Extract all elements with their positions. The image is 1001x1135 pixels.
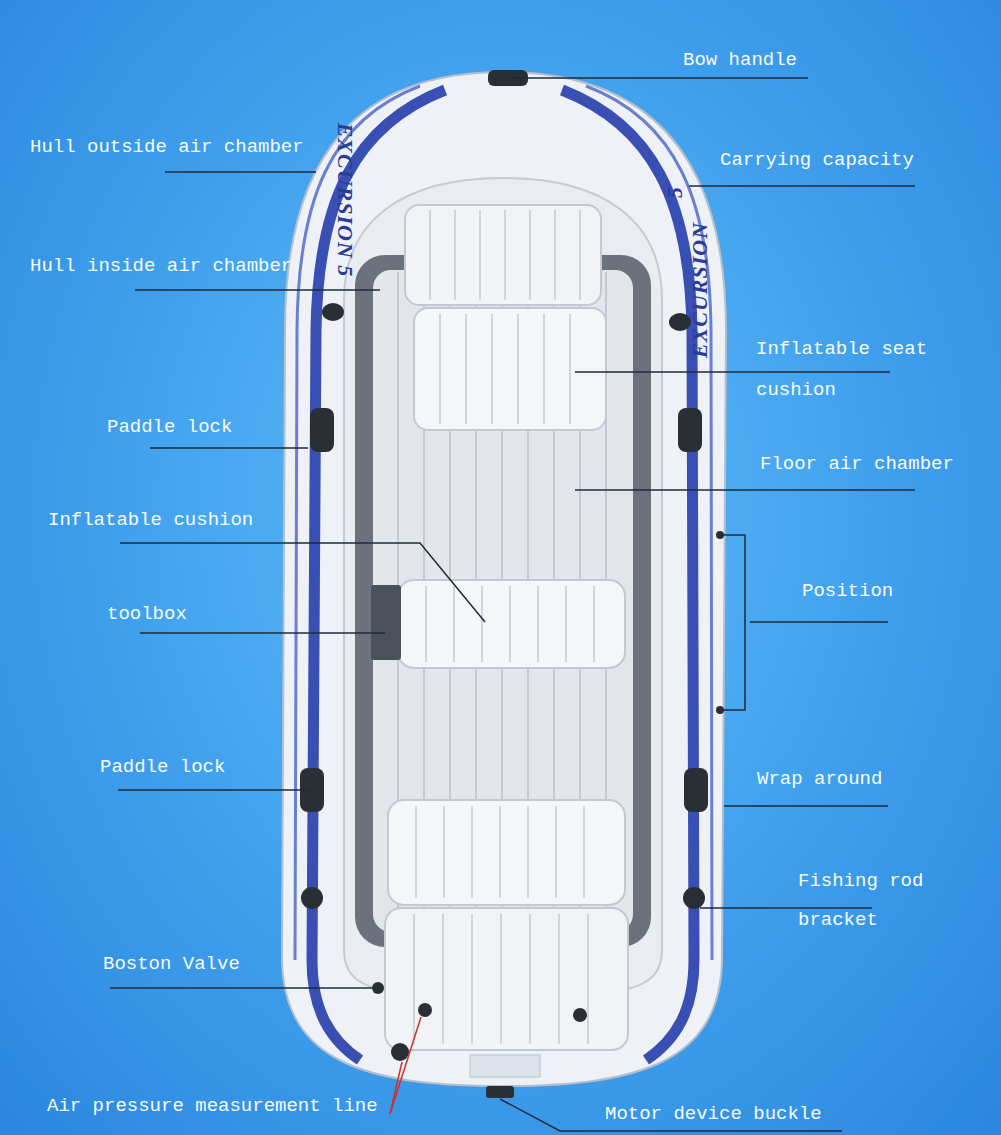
part-label: Hull inside air chamber: [30, 255, 292, 277]
part-label: toolbox: [107, 603, 187, 625]
floor-rim: [355, 255, 651, 947]
fishing-rod-bracket: [301, 887, 323, 909]
hull-outer: [282, 72, 726, 1086]
seat-back: [385, 908, 628, 1050]
part-label: Bow handle: [683, 49, 797, 71]
leader-line: [165, 171, 316, 173]
valve: [372, 982, 384, 994]
leader-line: [118, 789, 310, 791]
part-label: Wrap around: [757, 768, 882, 790]
part-label: Paddle lock: [107, 416, 232, 438]
leader-line: [500, 1099, 842, 1131]
leader-line: [689, 185, 915, 187]
seat-cushion: [388, 800, 625, 905]
part-label: Hull outside air chamber: [30, 136, 304, 158]
part-label: Paddle lock: [100, 756, 225, 778]
position-bracket: [722, 535, 745, 710]
leader-line: [750, 621, 888, 623]
seat-cushion: [414, 308, 606, 430]
fishing-rod-bracket: [683, 887, 705, 909]
leader-line: [140, 632, 385, 634]
part-label: Inflatable cushion: [48, 509, 253, 531]
leader-line: [724, 805, 888, 807]
middle-cushion: [398, 580, 625, 668]
valve: [322, 303, 344, 321]
paddle-lock: [310, 408, 334, 452]
leader-line: [135, 289, 380, 291]
leader-line: [110, 987, 372, 989]
toolbox: [371, 585, 401, 660]
seat-ribs: [414, 914, 588, 1044]
leader-line: [575, 489, 915, 491]
leader-line: [390, 1062, 402, 1114]
valve: [391, 1043, 409, 1061]
hull-inner: [344, 178, 662, 997]
floor-air-chamber: [373, 270, 633, 932]
part-label: Position: [802, 580, 893, 602]
part-label: Motor device buckle: [605, 1103, 822, 1125]
seat-back: [405, 205, 601, 305]
part-label: Floor air chamber: [760, 453, 954, 475]
cushion-ribs: [426, 586, 594, 662]
seat-ribs: [430, 210, 580, 300]
paddle-lock: [678, 408, 702, 452]
boat-marking: 5: [663, 186, 687, 198]
part-label: Inflatable seat cushion: [756, 329, 934, 411]
part-label: Air pressure measurement line: [47, 1095, 378, 1117]
valve: [418, 1003, 432, 1017]
leader-line: [575, 371, 890, 373]
boat-marking: EXCURSION 5: [333, 123, 357, 278]
part-label: Carrying capacity: [720, 149, 914, 171]
boat-marking: EXCURSION: [688, 222, 712, 358]
leader-line: [390, 1017, 421, 1114]
motor-buckle: [486, 1086, 514, 1098]
leader-line: [510, 77, 808, 79]
seat-ribs: [440, 314, 570, 424]
leader-line: [150, 447, 308, 449]
seat-ribs: [416, 806, 584, 898]
valve: [573, 1008, 587, 1022]
info-plate: [470, 1055, 540, 1077]
part-label: Fishing rod bracket: [798, 862, 930, 940]
part-label: Boston Valve: [103, 953, 240, 975]
paddle-lock: [684, 768, 708, 812]
